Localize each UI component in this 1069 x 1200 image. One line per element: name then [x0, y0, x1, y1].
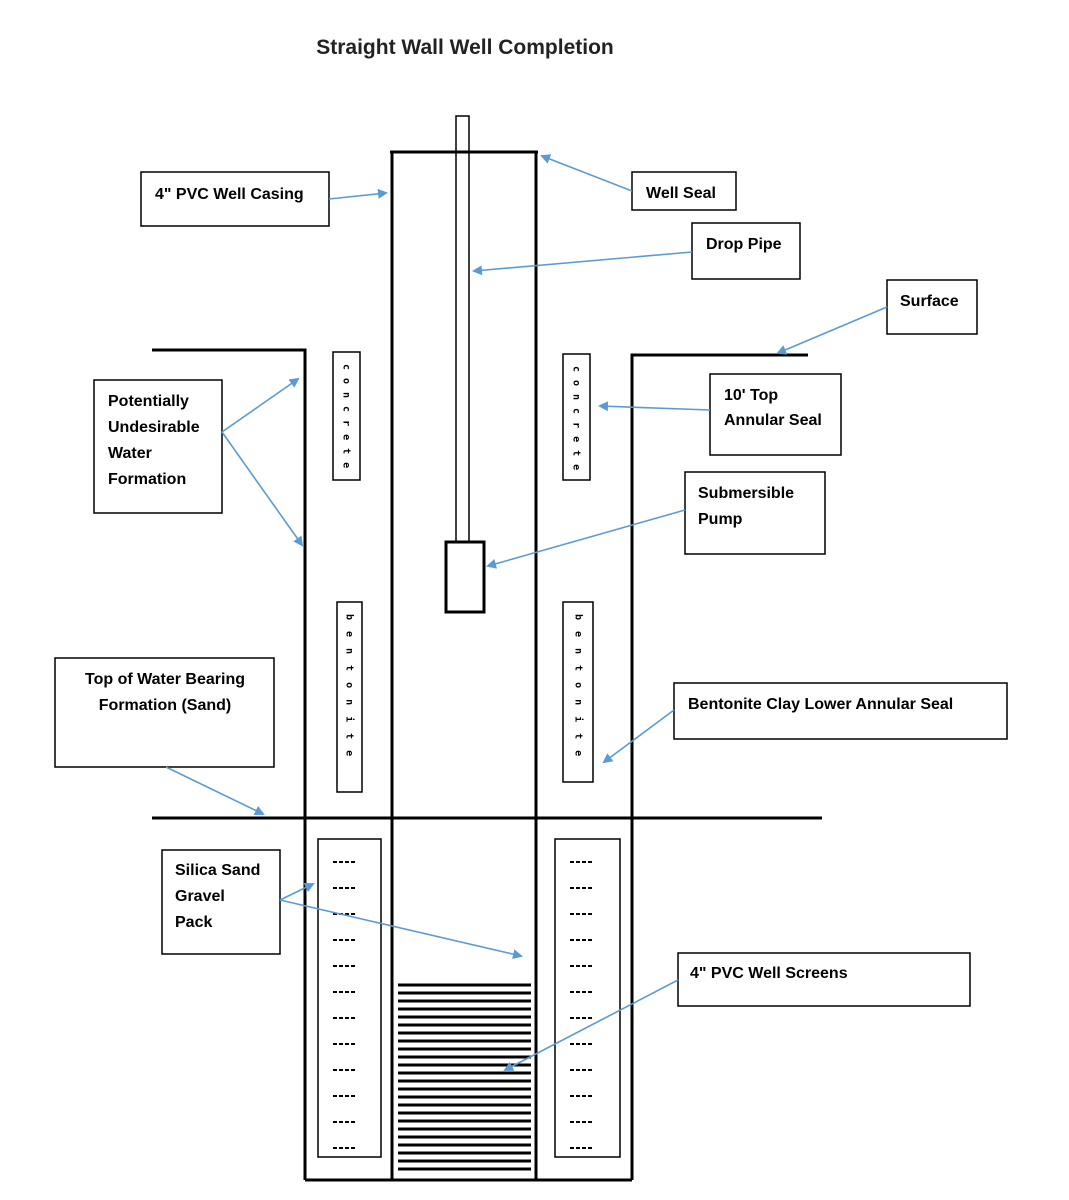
- svg-text:Top of Water Bearing: Top of Water Bearing: [85, 671, 245, 688]
- submersible-pump: [444, 540, 486, 614]
- svg-text:10' Top: 10' Top: [724, 387, 778, 404]
- arrow-undesirable-lower: [221, 431, 304, 547]
- svg-text:Pack: Pack: [175, 914, 212, 931]
- arrow-surface: [776, 306, 888, 355]
- svg-text:Formation: Formation: [108, 471, 186, 488]
- svg-text:Water: Water: [108, 445, 152, 462]
- label-well-seal: Well Seal: [631, 171, 737, 211]
- svg-text:4" PVC Well Screens: 4" PVC Well Screens: [690, 965, 848, 982]
- svg-text:Bentonite Clay Lower Annular S: Bentonite Clay Lower Annular Seal: [688, 696, 953, 713]
- svg-text:Submersible: Submersible: [698, 485, 794, 502]
- concrete-text-left: concrete: [341, 364, 352, 476]
- svg-text:Formation (Sand): Formation (Sand): [99, 697, 231, 714]
- gravel-pack-right: [554, 838, 621, 1158]
- svg-text:Annular Seal: Annular Seal: [724, 412, 822, 429]
- svg-text:Well Seal: Well Seal: [646, 185, 716, 202]
- svg-text:Drop Pipe: Drop Pipe: [706, 236, 782, 253]
- label-water-bearing: Top of Water Bearing Formation (Sand): [54, 657, 275, 768]
- svg-text:Potentially: Potentially: [108, 393, 189, 410]
- concrete-column-left: [332, 351, 361, 481]
- svg-text:Silica Sand: Silica Sand: [175, 862, 260, 879]
- arrow-drop-pipe: [472, 251, 693, 276]
- bentonite-column-right: [562, 601, 594, 783]
- bentonite-column-left: [336, 601, 363, 793]
- concrete-text-right: concrete: [571, 366, 582, 478]
- svg-text:Surface: Surface: [900, 293, 959, 310]
- arrow-gravel-left: [279, 882, 315, 901]
- gravel-marks-left: [333, 861, 355, 1149]
- svg-text:Undesirable: Undesirable: [108, 419, 200, 436]
- label-gravel-pack: Silica Sand Gravel Pack: [161, 849, 281, 955]
- svg-text:4" PVC Well Casing: 4" PVC Well Casing: [155, 186, 304, 203]
- label-casing: 4" PVC Well Casing: [140, 171, 330, 227]
- bentonite-text-left: bentonite: [344, 614, 356, 767]
- label-well-screens: 4" PVC Well Screens: [677, 952, 971, 1007]
- arrow-top-seal: [598, 401, 711, 412]
- diagram-title: Straight Wall Well Completion: [316, 36, 614, 59]
- arrow-water-bearing: [165, 766, 265, 816]
- well-screen-slots: [398, 983, 531, 1171]
- left-bore-wall: [152, 348, 307, 1180]
- bentonite-text-right: bentonite: [573, 614, 585, 767]
- gravel-marks-right: [570, 861, 592, 1149]
- arrow-well-seal: [540, 154, 633, 192]
- gravel-pack-left: [317, 838, 382, 1158]
- arrow-bentonite-seal: [602, 709, 675, 764]
- drop-pipe: [455, 115, 470, 543]
- arrow-screens: [503, 979, 679, 1071]
- svg-text:Pump: Pump: [698, 511, 743, 528]
- arrow-gravel-center: [279, 899, 523, 960]
- label-bentonite-seal: Bentonite Clay Lower Annular Seal: [673, 682, 1008, 740]
- svg-text:Gravel: Gravel: [175, 888, 225, 905]
- right-bore-wall: [630, 353, 808, 1180]
- label-drop-pipe: Drop Pipe: [691, 222, 801, 280]
- label-surface: Surface: [886, 279, 978, 335]
- arrow-undesirable-upper: [221, 377, 300, 433]
- label-undesirable-formation: Potentially Undesirable Water Formation: [93, 379, 223, 514]
- label-submersible-pump: Submersible Pump: [684, 471, 826, 555]
- label-top-annular-seal: 10' Top Annular Seal: [709, 373, 842, 456]
- arrow-casing: [328, 188, 388, 200]
- concrete-column-right: [562, 353, 591, 481]
- arrow-pump: [486, 509, 686, 569]
